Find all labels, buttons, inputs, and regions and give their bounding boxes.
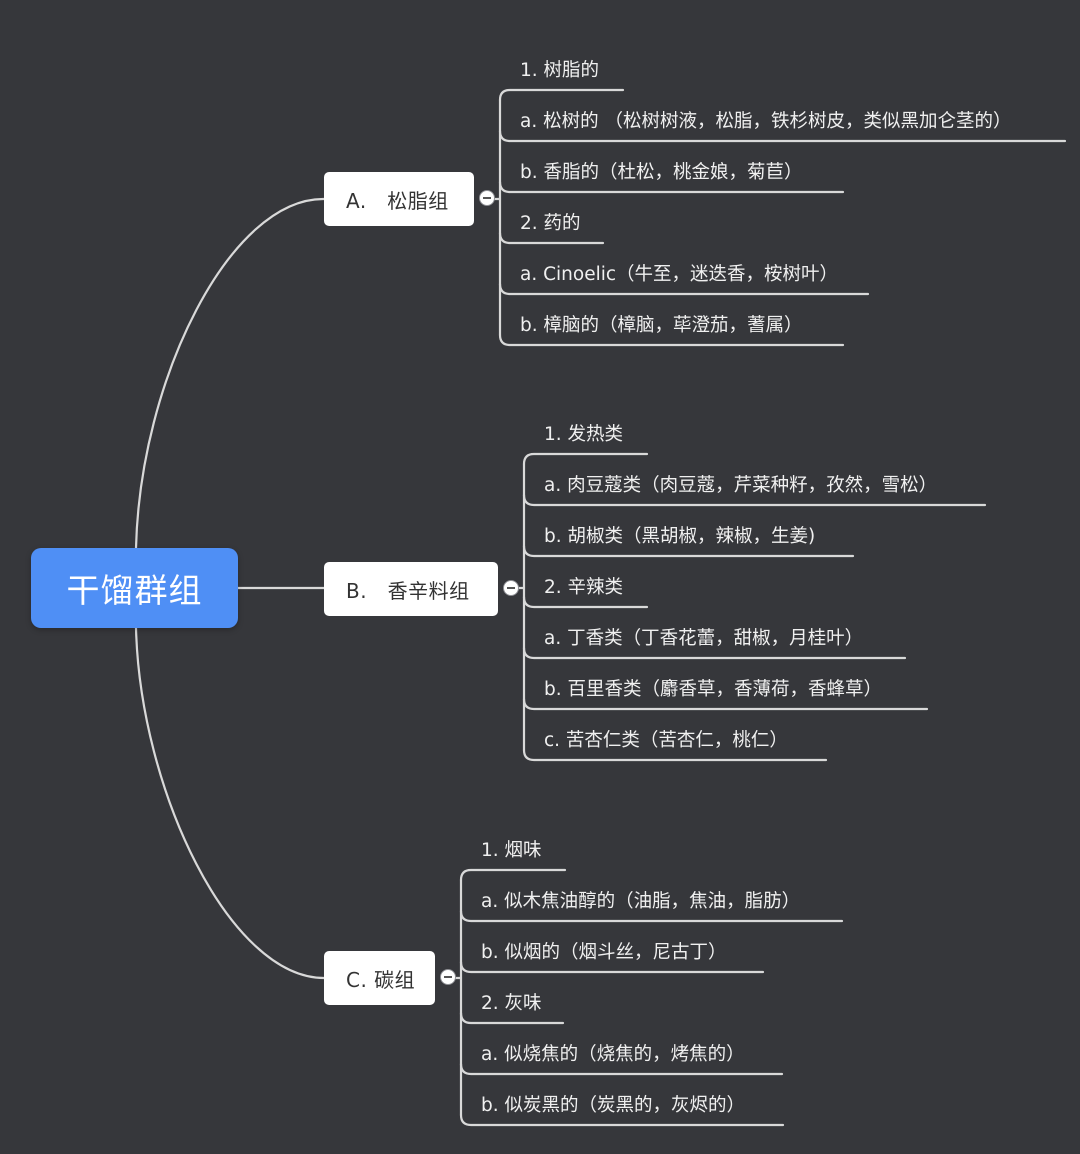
leaf-underline (522, 697, 929, 711)
leaf-topic[interactable]: b. 似烟的（烟斗丝，尼古丁） (481, 942, 727, 963)
leaf-topic[interactable]: a. 松树的 （松树树液，松脂，铁杉树皮，类似黑加仑茎的） (520, 111, 1012, 132)
leaf-topic[interactable]: b. 百里香类（麝香草，香薄荷，香蜂草） (544, 679, 883, 700)
leaf-underline (459, 1011, 565, 1025)
leaf-underline (459, 868, 567, 882)
leaf-topic[interactable]: 2. 辛辣类 (544, 577, 624, 598)
leaf-underline (459, 1113, 785, 1127)
leaf-topic[interactable]: b. 似炭黑的（炭黑的，灰烬的） (481, 1095, 746, 1116)
leaf-underline (522, 544, 855, 558)
leaf-underline (498, 333, 845, 347)
leaf-topic[interactable]: 2. 药的 (520, 213, 581, 234)
root-to-branch-a-line (134, 197, 326, 550)
collapse-toggle-icon[interactable] (479, 190, 495, 206)
leaf-underline (498, 88, 625, 102)
leaf-underline (522, 748, 828, 762)
branch-topic-a[interactable]: A. 松脂组 (324, 172, 474, 226)
leaf-topic[interactable]: 1. 发热类 (544, 424, 624, 445)
leaf-topic[interactable]: b. 香脂的（杜松，桃金娘，菊苣） (520, 162, 803, 183)
branch-topic-c[interactable]: C. 碳组 (324, 951, 435, 1005)
root-to-branch-c-line (134, 626, 326, 980)
leaf-topic[interactable]: a. 丁香类（丁香花蕾，甜椒，月桂叶） (544, 628, 864, 649)
leaf-underline (459, 1062, 784, 1076)
leaf-underline (522, 493, 987, 507)
leaf-underline (498, 282, 870, 296)
leaf-topic[interactable]: b. 胡椒类（黑胡椒，辣椒，生姜) (544, 526, 816, 547)
leaf-topic[interactable]: a. 似烧焦的（烧焦的，烤焦的） (481, 1044, 745, 1065)
collapse-toggle-icon[interactable] (503, 580, 519, 596)
leaf-topic[interactable]: a. 肉豆蔻类（肉豆蔻，芹菜种籽，孜然，雪松） (544, 475, 938, 496)
collapse-toggle-icon[interactable] (440, 969, 456, 985)
leaf-underline (459, 960, 765, 974)
leaf-topic[interactable]: b. 樟脑的（樟脑，荜澄茄，蓍属） (520, 315, 803, 336)
leaf-underline (522, 452, 649, 466)
leaf-topic[interactable]: a. 似木焦油醇的（油脂，焦油，脂肪） (481, 891, 801, 912)
leaf-underline (522, 646, 907, 660)
leaf-topic[interactable]: 1. 树脂的 (520, 60, 600, 81)
leaf-underline (498, 231, 605, 245)
branch-topic-b[interactable]: B. 香辛料组 (324, 562, 498, 616)
leaf-topic[interactable]: c. 苦杏仁类（苦杏仁，桃仁） (544, 730, 788, 751)
leaf-underline (459, 909, 844, 923)
leaf-underline (522, 595, 649, 609)
root-topic[interactable]: 干馏群组 (31, 548, 238, 628)
leaf-underline (498, 129, 1067, 143)
leaf-topic[interactable]: a. Cinoelic（牛至，迷迭香，桉树叶） (520, 264, 839, 285)
leaf-topic[interactable]: 1. 烟味 (481, 840, 542, 861)
leaf-topic[interactable]: 2. 灰味 (481, 993, 542, 1014)
leaf-underline (498, 180, 845, 194)
